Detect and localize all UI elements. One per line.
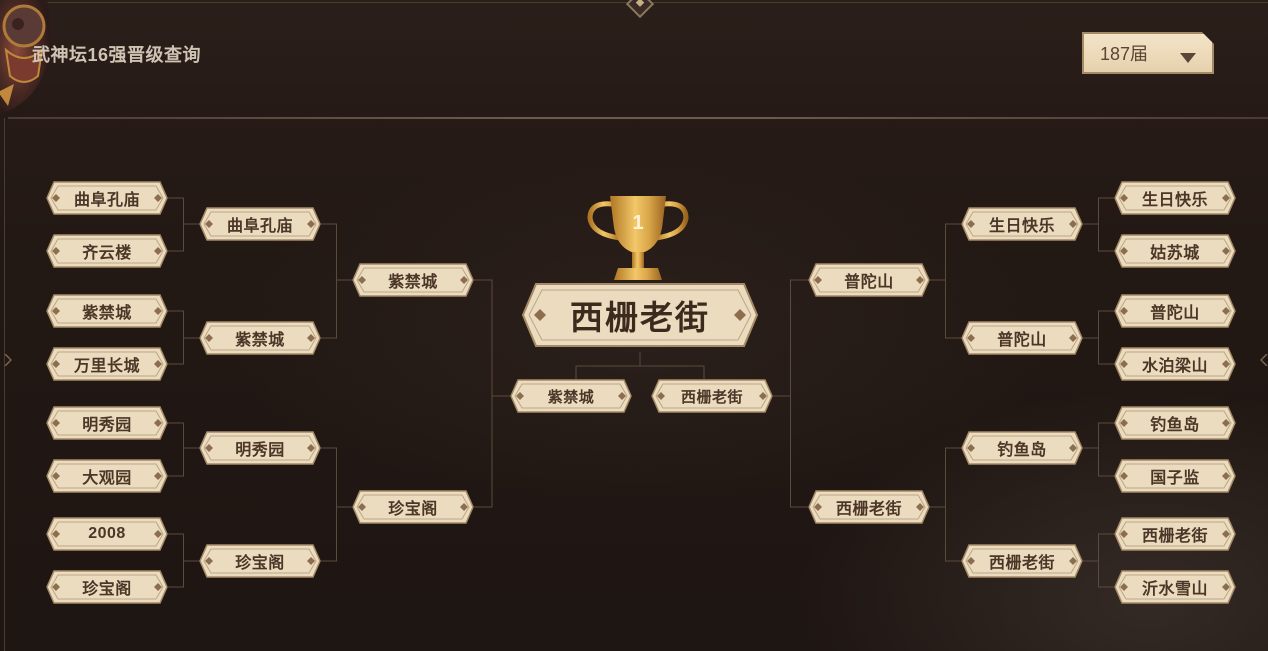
right-qf-team-1-label: 生日快乐 — [988, 218, 1055, 235]
left-sf-team-2[interactable]: 珍宝阁 — [352, 490, 474, 524]
left-qf-team-3[interactable]: 明秀园 — [199, 431, 321, 465]
left-r16-team-3[interactable]: 紫禁城 — [46, 294, 168, 328]
connector-line — [168, 533, 184, 588]
right-r16-team-8-label: 沂水雪山 — [1141, 581, 1208, 598]
left-qf-team-1-label: 曲阜孔庙 — [226, 218, 293, 235]
frame-left-line — [4, 118, 5, 651]
page-title: 武神坛16强晋级查询 — [32, 45, 202, 65]
left-r16-team-1[interactable]: 曲阜孔庙 — [46, 181, 168, 215]
left-r16-team-2[interactable]: 齐云楼 — [46, 234, 168, 268]
right-r16-team-3[interactable]: 普陀山 — [1114, 294, 1236, 328]
champion-plate[interactable]: 西栅老街 — [522, 283, 758, 347]
left-r16-team-6-label: 大观园 — [82, 470, 132, 487]
right-r16-team-7-label: 西栅老街 — [1141, 528, 1208, 545]
right-r16-team-6[interactable]: 国子监 — [1114, 459, 1236, 493]
connector-line — [168, 422, 184, 477]
left-final-team-label: 紫禁城 — [547, 388, 595, 406]
right-r16-team-4-label: 水泊梁山 — [1141, 358, 1208, 375]
left-sf-team-2-label: 珍宝阁 — [388, 501, 438, 518]
right-sf-team-2[interactable]: 西栅老街 — [808, 490, 930, 524]
left-r16-team-7[interactable]: 2008 — [46, 517, 168, 551]
header-bar — [0, 0, 1268, 118]
connector-line — [640, 365, 705, 379]
connector-line — [1098, 533, 1114, 588]
connector-line — [321, 223, 337, 339]
right-qf-team-3[interactable]: 钓鱼岛 — [961, 431, 1083, 465]
right-r16-team-2-label: 姑苏城 — [1150, 245, 1200, 262]
connector-line — [945, 223, 961, 339]
right-qf-team-2[interactable]: 普陀山 — [961, 321, 1083, 355]
right-r16-team-6-label: 国子监 — [1150, 470, 1200, 487]
right-r16-team-2[interactable]: 姑苏城 — [1114, 234, 1236, 268]
left-r16-team-7-label: 2008 — [88, 525, 126, 542]
right-r16-team-3-label: 普陀山 — [1150, 305, 1200, 322]
right-final-team[interactable]: 西栅老街 — [651, 379, 773, 413]
right-sf-team-1[interactable]: 普陀山 — [808, 263, 930, 297]
connector-line — [1098, 310, 1114, 365]
triangle-down-icon — [1180, 50, 1196, 63]
left-r16-team-3-label: 紫禁城 — [82, 305, 132, 322]
right-r16-team-1[interactable]: 生日快乐 — [1114, 181, 1236, 215]
connector-line — [1098, 197, 1114, 252]
left-final-team[interactable]: 紫禁城 — [510, 379, 632, 413]
right-final-team-label: 西栅老街 — [680, 388, 743, 406]
connector-line — [168, 310, 184, 365]
left-qf-team-2[interactable]: 紫禁城 — [199, 321, 321, 355]
left-sf-team-1[interactable]: 紫禁城 — [352, 263, 474, 297]
connector-line — [168, 197, 184, 252]
connector-line — [1098, 422, 1114, 477]
connector-line — [790, 279, 808, 508]
left-r16-team-2-label: 齐云楼 — [82, 245, 132, 262]
right-sf-team-2-label: 西栅老街 — [835, 501, 902, 518]
right-r16-team-5[interactable]: 钓鱼岛 — [1114, 406, 1236, 440]
right-r16-team-1-label: 生日快乐 — [1141, 192, 1208, 209]
left-qf-team-4-label: 珍宝阁 — [235, 555, 285, 572]
left-edge-arrow-icon — [4, 354, 12, 366]
left-r16-team-5-label: 明秀园 — [82, 417, 132, 434]
header-divider — [8, 117, 1268, 119]
right-qf-team-1[interactable]: 生日快乐 — [961, 207, 1083, 241]
left-qf-team-1[interactable]: 曲阜孔庙 — [199, 207, 321, 241]
left-r16-team-1-label: 曲阜孔庙 — [73, 192, 140, 209]
left-r16-team-8-label: 珍宝阁 — [82, 581, 132, 598]
left-qf-team-3-label: 明秀园 — [235, 442, 285, 459]
right-qf-team-3-label: 钓鱼岛 — [997, 442, 1047, 459]
left-r16-team-6[interactable]: 大观园 — [46, 459, 168, 493]
right-qf-team-4-label: 西栅老街 — [988, 555, 1055, 572]
left-qf-team-2-label: 紫禁城 — [235, 332, 285, 349]
trophy-icon: 1 — [586, 192, 690, 284]
left-sf-team-1-label: 紫禁城 — [388, 274, 438, 291]
champion-plate-label: 西栅老街 — [570, 299, 710, 336]
connector-line — [321, 447, 337, 562]
left-r16-team-8[interactable]: 珍宝阁 — [46, 570, 168, 604]
right-edge-arrow-icon — [1260, 354, 1268, 366]
left-qf-team-4[interactable]: 珍宝阁 — [199, 544, 321, 578]
season-dropdown[interactable]: 187届 — [1082, 32, 1214, 74]
left-r16-team-5[interactable]: 明秀园 — [46, 406, 168, 440]
right-sf-team-1-label: 普陀山 — [844, 274, 894, 291]
season-dropdown-value: 187届 — [1100, 44, 1149, 64]
right-r16-team-4[interactable]: 水泊梁山 — [1114, 347, 1236, 381]
right-r16-team-7[interactable]: 西栅老街 — [1114, 517, 1236, 551]
right-r16-team-8[interactable]: 沂水雪山 — [1114, 570, 1236, 604]
connector-line — [945, 447, 961, 562]
right-qf-team-4[interactable]: 西栅老街 — [961, 544, 1083, 578]
left-r16-team-4[interactable]: 万里长城 — [46, 347, 168, 381]
connector-line — [474, 279, 493, 508]
right-qf-team-2-label: 普陀山 — [997, 332, 1047, 349]
right-r16-team-5-label: 钓鱼岛 — [1150, 417, 1200, 434]
trophy-rank-label: 1 — [632, 212, 643, 234]
connector-line — [575, 352, 641, 379]
left-r16-team-4-label: 万里长城 — [73, 358, 140, 375]
hero-avatar-icon — [0, 0, 56, 114]
